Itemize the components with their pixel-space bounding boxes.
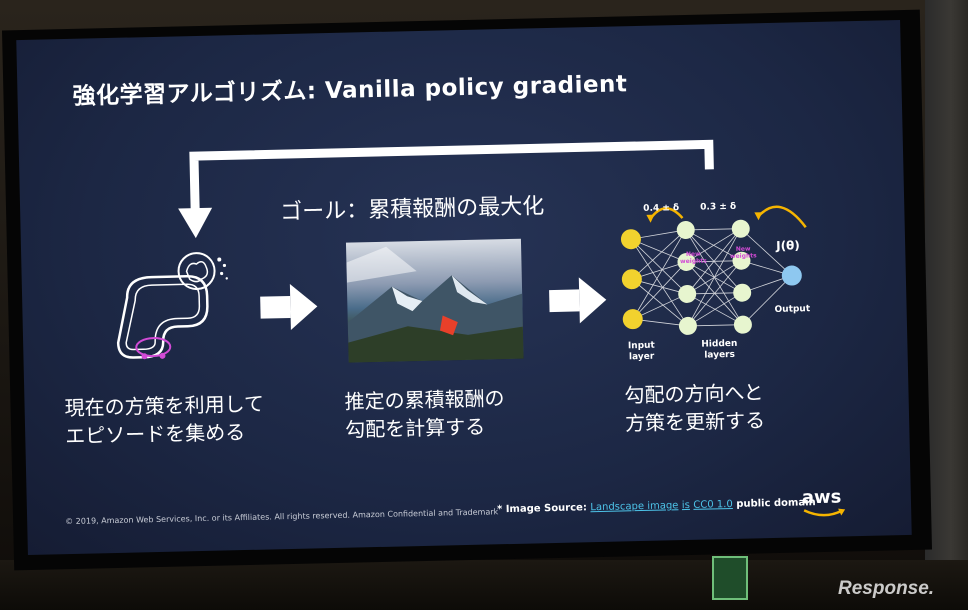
is-text: is [681,499,691,512]
landscape-photo [345,238,524,363]
response-watermark: Response. [838,578,935,599]
hidden-nodes [676,219,752,335]
input-nodes [620,229,643,330]
objective-label: J(θ) [775,238,800,253]
step-arrow-2 [549,277,607,324]
slide-screen: 強化学習アルゴリズム: Vanilla policy gradient ゴール：… [16,20,912,555]
room-floor [0,560,968,610]
hidden-layers-label: Hidden layers [701,338,738,361]
step3-text: 勾配の方向へと 方策を更新する [624,378,765,437]
input-layer-label: Input layer [627,340,655,363]
step2-line1: 推定の累積報酬の [344,386,505,414]
loop-arrow [178,139,714,330]
car-icon [135,337,172,360]
step2-text: 推定の累積報酬の 勾配を計算する [344,384,505,444]
cc0-license-link[interactable]: CC0 1.0 [693,498,733,511]
goal-text: ゴール：累積報酬の最大化 [279,194,545,226]
brain-icon [177,252,228,291]
aws-logo-text: aws [801,486,842,509]
step3-line2: 方策を更新する [624,408,766,436]
step3-line1: 勾配の方向へと [624,380,764,408]
landscape-image-link[interactable]: Landscape image [590,500,679,514]
output-node [781,265,802,286]
race-track-icon [116,275,209,360]
new-weights-left-label: New weights [680,250,707,266]
step1-text: 現在の方策を利用して エピソードを集める [64,390,265,451]
step2-line2: 勾配を計算する [344,414,486,442]
step1-line2: エピソードを集める [64,420,246,449]
step1-line1: 現在の方策を利用して [64,391,265,421]
delta-right-label: 0.3 ± δ [700,201,737,213]
neural-network-diagram [620,205,807,335]
step-arrow-1 [260,283,318,330]
exit-sign [712,556,748,600]
new-weights-right-label: New weights [729,245,757,260]
aws-logo: aws [802,486,847,518]
output-label: Output [774,304,811,315]
image-source-label: * Image Source: [496,502,588,516]
aws-smile-icon [803,508,846,517]
room-wall-right [925,0,968,610]
delta-left-label: 0.4 ± δ [643,203,680,214]
